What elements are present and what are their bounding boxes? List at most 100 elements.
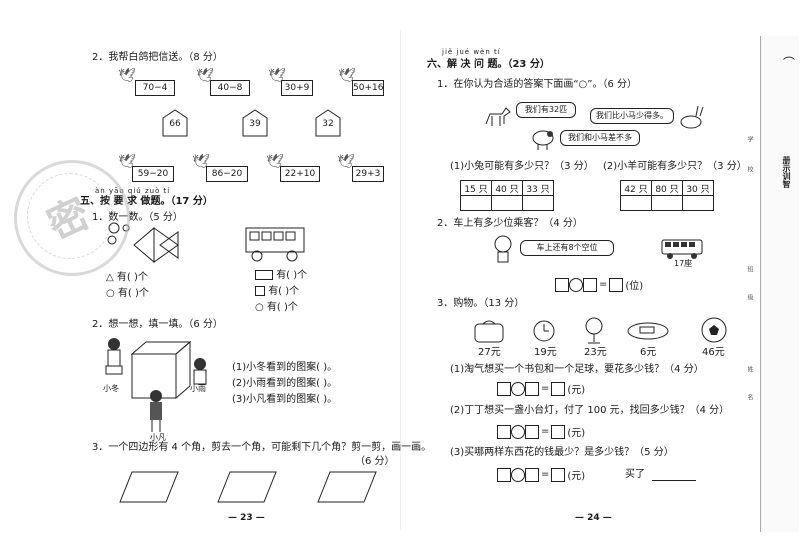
sheep-options-table: 42 只 80 只 30 只 [620,180,714,211]
page-divider [400,30,401,530]
clock-icon [533,320,555,342]
shop-equation-1: =(元) [497,381,587,396]
section6-pinyin: jiě jué wèn tí [442,48,501,56]
cube-kids-figure [105,338,207,432]
rabbit-icon [680,105,704,129]
answer-cell[interactable] [491,195,523,211]
answer-cell[interactable] [620,195,652,211]
brand-logo-icon: ⌒ [783,56,796,70]
dove-icon: 🕊 [118,154,136,170]
blank-box[interactable] [525,381,539,396]
blank-box[interactable] [551,381,566,396]
price-clock: 19元 [534,347,557,358]
rabbit-bubble: 我们比小马少得多。 [590,108,674,124]
count-square: 有( )个 [255,286,299,298]
blank-box[interactable] [551,467,566,482]
desk-lamp-icon [585,317,603,344]
right-page-number: — 24 — [575,513,612,523]
pencil-case-icon [627,322,669,340]
q1-count-title: 1．数一数。（5 分） [92,212,183,223]
bus-bubble: 车上还有8个空位 [520,240,614,256]
mailbox-number: 32 [322,119,334,129]
buy-answer-line[interactable] [652,480,696,481]
answer-cell[interactable] [682,195,714,211]
blank-box[interactable] [583,277,597,292]
bus-equation: =(位) [555,277,645,292]
option-cell[interactable]: 15 只 [460,180,492,196]
blank-box[interactable] [497,467,511,482]
blank-box[interactable] [551,424,566,439]
shop-equation-3: =(元) [497,467,587,482]
answer-cell[interactable] [460,195,492,211]
horse-icon [485,107,511,126]
price-pencil-case: 6元 [640,347,657,358]
blank-box[interactable] [525,424,539,439]
dove-card[interactable]: 30+9 [281,80,313,96]
operator-circle[interactable] [511,424,525,439]
count-triangle: △ 有( )个 [106,272,148,283]
answer-cell[interactable] [522,195,554,211]
shop-question-1: (1)淘气想买一个书包和一个足球，要花多少钱？（4 分） [450,364,704,375]
rabbit-options-table: 15 只 40 只 33 只 [460,180,554,211]
shop-question-2: (2)丁丁想买一盏小台灯，付了 100 元，找回多少钱？（4 分） [450,405,730,416]
left-q2-title: 2．我帮白鸽把信送。（8 分） [92,52,223,63]
price-football: 46元 [702,347,725,358]
dove-card[interactable]: 22+10 [280,166,320,182]
sheep-icon [532,130,554,150]
dove-icon: 🕊 [337,154,355,170]
sheep-question: (2)小羊可能有多少只？（3 分） [603,161,747,172]
parallelogram-shape [119,471,179,503]
mailbox-number: 39 [249,119,261,129]
brand-name: 册示训智 [782,156,791,188]
r-q2-title: 2．车上有多少位乘客？（4 分） [437,218,583,229]
dove-icon: 🕊 [118,68,136,84]
blank-box[interactable] [497,381,511,396]
dove-card[interactable]: 70−4 [135,80,175,96]
option-cell[interactable]: 80 只 [651,180,683,196]
blank-box[interactable] [525,467,539,482]
kid-label-xiaoyu: 小雨 [190,384,206,393]
binding-sidebar: ⌒ 册示训智 学 校 班 级 姓 名 [746,36,799,532]
blank-box[interactable] [555,277,569,292]
dove-icon: 🕊 [266,154,284,170]
sheep-bubble: 我们和小马差不多 [560,130,640,146]
dove-card[interactable]: 40−8 [210,80,250,96]
rabbit-question: (1)小兔可能有多少只？（3 分） [450,161,594,172]
kid-label-xiaofan: 小凡 [150,433,166,442]
parallelogram-row [119,471,377,503]
blank-box[interactable] [609,277,624,292]
stamp-seal: 密 [14,160,130,276]
operator-circle[interactable] [511,467,525,482]
r-q3-title: 3．购物。（13 分） [437,298,525,309]
dove-card[interactable]: 29+3 [352,166,384,182]
view-line-3: (3)小凡看到的图案( )。 [232,394,338,405]
bus-seats: 17座 [674,259,693,268]
dove-card[interactable]: 59−20 [132,166,174,182]
truck-figure [245,227,305,262]
dove-card[interactable]: 50+16 [352,80,384,96]
q3-cut-line: 3．一个四边形有 4 个角，剪去一个角，可能剩下几个角？剪一剪，画一画。 [92,442,432,453]
sidebar-char: 学 [746,136,753,142]
mailbox-icon[interactable] [160,108,190,138]
parallelogram-shape [217,471,277,503]
dove-card[interactable]: 86−20 [206,166,248,182]
operator-circle[interactable] [511,381,525,396]
sidebar-char: 名 [746,394,753,400]
mailbox-icon[interactable] [313,108,343,138]
operator-circle[interactable] [569,277,583,292]
option-cell[interactable]: 33 只 [522,180,554,196]
parallelogram-shape [317,471,377,503]
count-circle-b: ○ 有( )个 [255,302,298,313]
option-cell[interactable]: 40 只 [491,180,523,196]
price-lamp: 23元 [584,347,607,358]
price-schoolbag: 27元 [478,347,501,358]
mailbox-icon[interactable] [240,108,270,138]
option-cell[interactable]: 30 只 [682,180,714,196]
schoolbag-icon [474,320,504,343]
shop-equation-2: =(元) [497,424,587,439]
blank-box[interactable] [497,424,511,439]
sidebar-char: 级 [746,294,753,300]
answer-cell[interactable] [651,195,683,211]
dove-icon: 🕊 [192,154,210,170]
option-cell[interactable]: 42 只 [620,180,652,196]
